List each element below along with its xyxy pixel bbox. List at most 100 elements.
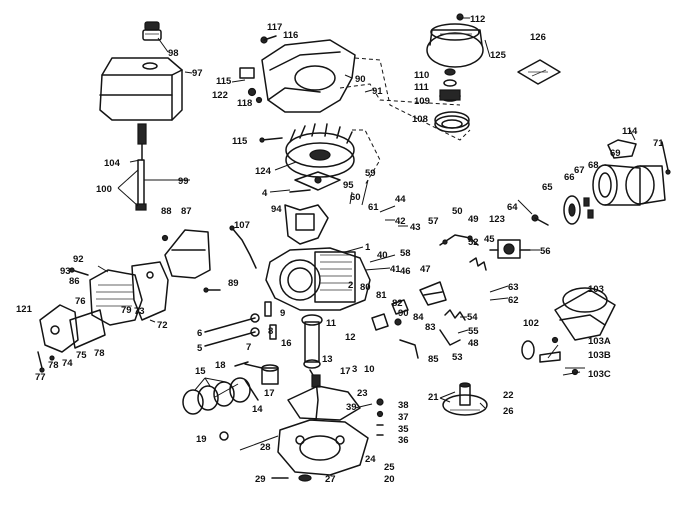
spring-54-55 <box>444 309 466 321</box>
decal-126 <box>517 59 561 85</box>
label-80a: 80 <box>360 282 371 293</box>
label-103: 103 <box>588 284 604 295</box>
label-17a: 17 <box>340 366 351 377</box>
shield-114 <box>607 139 637 159</box>
label-116: 116 <box>283 30 298 41</box>
screw-122 <box>247 87 257 97</box>
label-67: 67 <box>574 165 585 176</box>
label-92: 92 <box>73 254 84 265</box>
label-3: 3 <box>352 364 357 375</box>
label-61: 61 <box>368 202 379 213</box>
label-114: 114 <box>622 126 638 137</box>
label-39: 39 <box>346 402 357 413</box>
label-26a: 26 <box>503 406 514 417</box>
leader-lines <box>97 17 636 451</box>
label-18: 18 <box>215 360 226 371</box>
tank-bracket <box>135 159 147 211</box>
label-99: 99 <box>178 176 189 187</box>
label-4: 4 <box>262 188 268 199</box>
label-47: 47 <box>420 264 431 275</box>
label-62: 62 <box>508 295 519 306</box>
label-123: 123 <box>489 214 505 225</box>
label-85: 85 <box>428 354 439 365</box>
label-108: 108 <box>412 114 428 125</box>
oil-cover-gasket <box>287 385 361 421</box>
label-35: 35 <box>398 424 409 435</box>
piston <box>244 363 279 385</box>
nut-64 <box>531 214 549 226</box>
label-109: 109 <box>414 96 430 107</box>
bolt-85 <box>399 339 419 359</box>
label-97: 97 <box>192 68 203 79</box>
linkage-57-50-49 <box>439 234 479 246</box>
label-93: 93 <box>60 266 71 277</box>
bracket-53 <box>439 329 461 346</box>
label-23: 23 <box>357 388 368 399</box>
label-78b: 78 <box>48 360 59 371</box>
label-125: 125 <box>490 50 507 61</box>
label-87: 87 <box>181 206 192 217</box>
label-41: 41 <box>390 264 401 275</box>
label-78: 78 <box>94 348 105 359</box>
label-52: 52 <box>468 237 479 248</box>
wrist-pin-14 <box>244 379 259 401</box>
label-103C: 103C <box>588 369 611 380</box>
label-11: 11 <box>326 318 337 329</box>
screw-78 <box>49 355 55 361</box>
label-56: 56 <box>540 246 551 257</box>
screw-71 <box>661 141 671 175</box>
drain-plug-27 <box>298 474 312 482</box>
label-36: 36 <box>398 435 409 446</box>
fuel-line-fitting <box>137 123 147 161</box>
label-37: 37 <box>398 412 409 423</box>
label-8: 8 <box>268 326 273 337</box>
label-68: 68 <box>588 160 599 171</box>
label-66: 66 <box>564 172 575 183</box>
label-2: 2 <box>348 280 353 291</box>
crankshaft <box>309 369 321 421</box>
label-65: 65 <box>542 182 553 193</box>
label-13: 13 <box>322 354 333 365</box>
label-122: 122 <box>212 90 228 101</box>
screw-118 <box>255 96 263 104</box>
label-17b: 17 <box>264 388 275 399</box>
pulley-108 <box>439 89 461 102</box>
governor-46-47 <box>419 281 447 306</box>
label-91: 91 <box>372 86 383 97</box>
ignition-coil <box>284 204 329 245</box>
gasket-65 <box>563 195 581 225</box>
label-55: 55 <box>468 326 479 337</box>
label-63: 63 <box>508 282 519 293</box>
label-76: 76 <box>75 296 86 307</box>
head-gasket <box>131 261 169 321</box>
label-94: 94 <box>271 204 282 215</box>
gasket-102 <box>521 340 535 360</box>
label-42: 42 <box>395 216 406 227</box>
fuel-tank <box>99 57 183 121</box>
label-80b: 90 <box>398 308 409 319</box>
label-71: 71 <box>653 138 664 149</box>
label-107: 107 <box>234 220 250 231</box>
label-28: 28 <box>260 442 271 453</box>
label-60: 60 <box>350 192 361 203</box>
small-parts-35-39 <box>376 398 384 436</box>
screw-88a <box>161 234 169 242</box>
label-57: 57 <box>428 216 439 227</box>
label-82: 82 <box>392 298 403 309</box>
label-19: 19 <box>196 434 207 445</box>
label-90: 90 <box>355 74 366 85</box>
label-9: 9 <box>280 308 285 319</box>
label-46: 46 <box>400 266 411 277</box>
spring-52 <box>469 257 487 271</box>
label-121: 121 <box>16 304 33 315</box>
label-10: 10 <box>364 364 375 375</box>
label-14: 14 <box>252 404 263 415</box>
bracket-87 <box>164 229 211 279</box>
bolts-66-67 <box>583 197 594 219</box>
label-73: 73 <box>134 306 145 317</box>
label-74: 74 <box>62 358 73 369</box>
label-126: 126 <box>530 32 546 43</box>
label-100: 100 <box>96 184 112 195</box>
screw-89 <box>203 287 221 293</box>
flywheel <box>285 123 355 178</box>
